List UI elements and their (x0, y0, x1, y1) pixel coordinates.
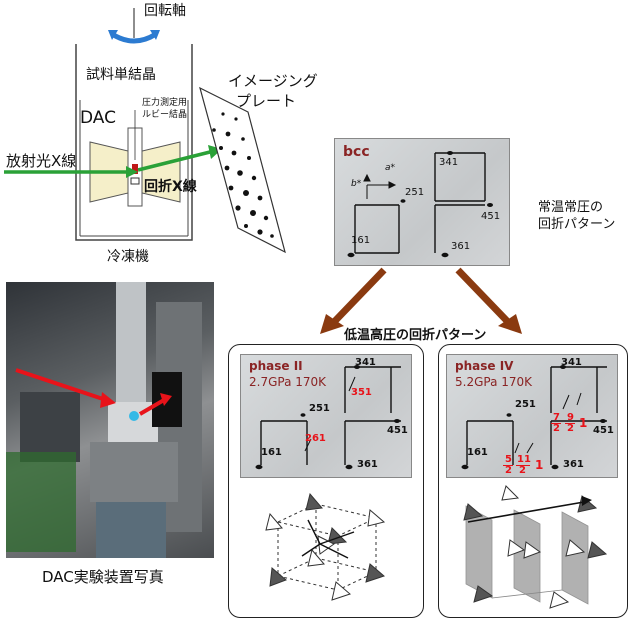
arrow-right-head-icon (498, 314, 522, 334)
bcc-spot-361: 361 (451, 241, 471, 252)
phase-iv-structure (463, 485, 608, 609)
imaging-plate-spots (212, 112, 274, 238)
phase-iv-upper-n1: 7 (553, 412, 560, 423)
dac-label: DAC (80, 108, 116, 128)
bcc-phase-label: bcc (343, 144, 370, 160)
imaging-plate-label-1: イメージング (228, 72, 318, 90)
bcc-spot-341: 341 (439, 157, 459, 168)
phase-iv-lower-whole: 1 (535, 458, 544, 472)
ruby-crystal-label-1: 圧力測定用 (142, 98, 188, 108)
ambient-caption-1: 常温常圧の (538, 200, 604, 215)
phase-ii-spot-161: 161 (261, 447, 282, 458)
bcc-spot-161: 161 (351, 235, 371, 246)
bcc-spot-451: 451 (481, 211, 501, 222)
phase-ii-structure (265, 492, 386, 601)
ruby-crystal-label-2: ルビー結晶 (142, 110, 188, 120)
phase-ii-spot-351: 351 (351, 387, 372, 398)
cryostat-frame (75, 44, 193, 241)
phase-ii-spot-451: 451 (387, 425, 408, 436)
phase-iv-conditions: 5.2GPa 170K (455, 375, 533, 389)
low-temp-caption: 低温高圧の回折パターン (344, 328, 487, 343)
sample-crystal-marker (132, 164, 138, 174)
bcc-spot-251: 251 (405, 187, 425, 198)
imaging-plate-label-2: プレート (236, 92, 297, 110)
dac-apparatus-photo (6, 282, 214, 558)
phase-iv-spot-161: 161 (467, 447, 488, 458)
arrow-left-head-icon (320, 314, 344, 334)
apparatus-diagram (4, 8, 286, 254)
phase-iv-lower-d2: 2 (519, 465, 526, 476)
phase-iv-spot-251: 251 (515, 399, 536, 410)
phase-iv-upper-n2: 9 (567, 412, 574, 423)
ambient-caption-2: 回折パターン (538, 217, 616, 232)
diffracted-xray-beam (137, 150, 211, 172)
rotation-arrow-icon (110, 31, 158, 44)
bcc-diffraction-image: bcc 341 251 451 161 361 a* b* (334, 138, 510, 266)
diffracted-xray-label: 回折X線 (144, 179, 197, 195)
rotation-axis-label: 回転軸 (144, 3, 186, 19)
phase-ii-conditions: 2.7GPa 170K (249, 375, 327, 389)
ruby-marker (130, 177, 140, 185)
phase-iv-upper-d1: 2 (553, 423, 560, 434)
phase-iv-spot-341: 341 (561, 357, 582, 368)
phase-iv-lower-n2: 11 (517, 454, 531, 465)
phase-iv-arrow (467, 501, 585, 523)
phase-ii-diffraction-image: phase II 2.7GPa 170K 341 351 251 451 261… (240, 354, 412, 478)
photo-incoming-beam (15, 368, 107, 402)
phase-iv-spot-361: 361 (563, 459, 584, 470)
sample-crystal-label: 試料単結晶 (86, 67, 156, 83)
cryostat-label: 冷凍機 (107, 249, 149, 265)
phase-ii-spot-261: 261 (305, 433, 326, 444)
phase-ii-spot-341: 341 (355, 357, 376, 368)
phase-iv-diffraction-image: phase IV 5.2GPa 170K 341 251 451 161 361… (446, 354, 618, 478)
phase-iv-upper-d2: 2 (567, 423, 574, 434)
phase-ii-spot-251: 251 (309, 403, 330, 414)
bcc-axis-b: b* (351, 179, 362, 189)
photo-diffracted-beam (138, 398, 166, 416)
phase-iv-lower-d1: 2 (505, 465, 512, 476)
phase-iv-spot-451: 451 (593, 425, 614, 436)
bcc-axis-a: a* (385, 163, 396, 173)
synchrotron-xray-label: 放射光X線 (6, 152, 77, 170)
phase-iv-upper-whole: 1 (579, 416, 588, 430)
imaging-plate (199, 86, 286, 254)
photo-caption: DAC実験装置写真 (42, 568, 164, 586)
phase-ii-spot-361: 361 (357, 459, 378, 470)
phase-iv-lower-n1: 5 (505, 454, 512, 465)
phase-ii-name: phase II (249, 359, 303, 373)
phase-iv-name: phase IV (455, 359, 514, 373)
